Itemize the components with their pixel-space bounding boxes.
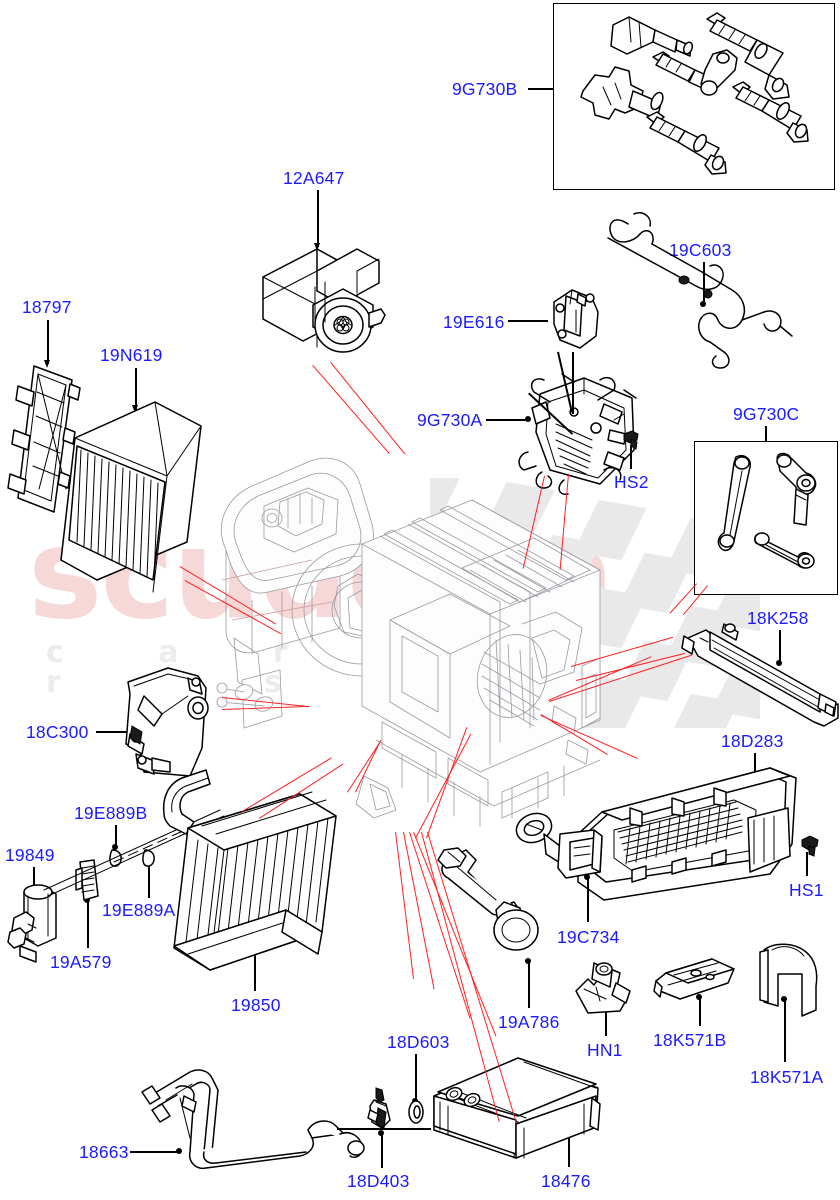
evaporator-core-art (158, 768, 358, 971)
label-18797: 18797 (22, 297, 72, 317)
leader-HS1 (806, 852, 808, 876)
callout-box-9G730C (694, 441, 838, 595)
leader-19850 (254, 945, 256, 991)
label-19N619: 19N619 (100, 345, 163, 365)
label-19E889A: 19E889A (102, 900, 176, 920)
leader-18K258 (779, 630, 781, 662)
wiring-harness-art (596, 208, 806, 388)
label-9G730B: 9G730B (452, 79, 518, 99)
clip-nut-hn1-art (572, 955, 642, 1014)
arrow-19N619 (131, 405, 138, 413)
label-HN1: HN1 (587, 1040, 623, 1060)
leader-18C300 (96, 731, 138, 733)
label-18K571A: 18K571A (750, 1067, 824, 1087)
dot-19A786 (525, 958, 531, 964)
duct-seal-shield-art (758, 940, 824, 1024)
air-inlet-grille-art (7, 362, 88, 522)
label-18K258: 18K258 (747, 608, 809, 628)
leader-18K571B (699, 998, 701, 1026)
label-19850: 19850 (231, 995, 281, 1015)
label-19E889B: 19E889B (74, 803, 148, 823)
retaining-bracket-b-art (652, 955, 742, 1005)
heater-core-cover-rail-art (680, 616, 840, 727)
leader-18D283 (754, 753, 756, 789)
leader-18D403 (381, 1134, 383, 1168)
label-HS2: HS2 (614, 472, 649, 492)
dot-9G730A (525, 416, 531, 422)
leader-19A579 (87, 900, 89, 948)
screw-hs1-art (798, 834, 824, 858)
label-18D603: 18D603 (387, 1032, 450, 1052)
label-9G730A: 9G730A (417, 410, 483, 430)
label-19849: 19849 (5, 845, 55, 865)
heater-pipe-clamp-art (364, 1084, 404, 1138)
linkage-kit-c-art (694, 441, 836, 593)
blower-housing-cover-art (100, 662, 230, 782)
leader-18476 (568, 1131, 570, 1167)
label-HS1: HS1 (789, 880, 824, 900)
leader-19E616 (508, 320, 548, 322)
arrow-18797 (43, 360, 50, 368)
leader-19E889B (115, 825, 117, 847)
leader-9G730C (765, 426, 767, 442)
label-19A579: 19A579 (50, 952, 112, 972)
label-19A786: 19A786 (498, 1012, 560, 1032)
pointer-line (394, 832, 415, 980)
dot-18K571A (781, 996, 787, 1002)
label-19E616: 19E616 (443, 312, 505, 332)
linkage-kit-b-art (553, 3, 833, 188)
dot-19A579 (84, 897, 90, 903)
heater-hose-assembly-art (140, 1060, 400, 1180)
leader-19E616-to-assembly (572, 352, 574, 414)
arrow-12A647 (313, 243, 320, 251)
leader-18797 (47, 320, 49, 364)
pointer-line (402, 832, 435, 990)
dot-19E889B (112, 844, 118, 850)
dot-19C734 (584, 874, 590, 880)
leader-HS2 (630, 445, 632, 469)
leader-9G730A (486, 419, 528, 421)
auxiliary-heater-element-art (572, 760, 822, 901)
screw-hs2-art (622, 430, 648, 452)
expansion-valve-art (7, 880, 68, 966)
leader-18663 (130, 1151, 178, 1153)
label-18663: 18663 (79, 1142, 129, 1162)
blower-motor-art (255, 247, 395, 367)
leader-18D603 (415, 1054, 417, 1100)
dot-18K258 (776, 660, 782, 666)
sealing-washer-art (404, 1098, 430, 1126)
label-18D283: 18D283 (721, 731, 784, 751)
leader-19C734 (587, 878, 589, 922)
leader-HN1 (605, 1010, 607, 1036)
label-18476: 18476 (541, 1171, 591, 1191)
condensate-drain-hose-art (437, 846, 558, 976)
label-18D403: 18D403 (347, 1171, 410, 1191)
label-18C300: 18C300 (26, 722, 89, 742)
dot-18663 (176, 1148, 182, 1154)
dot-18D403 (378, 1130, 384, 1136)
leader-pipe-to-core (337, 1128, 431, 1130)
leader-19849 (33, 867, 35, 891)
leader-9G730B (528, 88, 554, 90)
drain-tube-elbow-art (514, 812, 624, 884)
heater-core-art (424, 1052, 604, 1172)
leader-18K571A (784, 1000, 786, 1062)
pipe-clip-b-art (108, 848, 126, 870)
label-9G730C: 9G730C (733, 404, 800, 424)
leader-19A786 (528, 962, 530, 1008)
dot-19C603 (700, 301, 706, 307)
pipe-clip-a-art (141, 848, 159, 870)
cabin-air-filter-art (55, 390, 215, 593)
dot-18K571B (696, 994, 702, 1000)
leader-19E889A (148, 864, 150, 898)
label-18K571B: 18K571B (653, 1030, 727, 1050)
blend-actuator-art (546, 286, 606, 354)
label-19C734: 19C734 (557, 927, 620, 947)
leader-19C603 (703, 262, 705, 304)
leader-12A647 (317, 190, 319, 247)
leader-19N619 (135, 368, 137, 410)
label-12A647: 12A647 (283, 168, 345, 188)
label-19C603: 19C603 (669, 240, 732, 260)
